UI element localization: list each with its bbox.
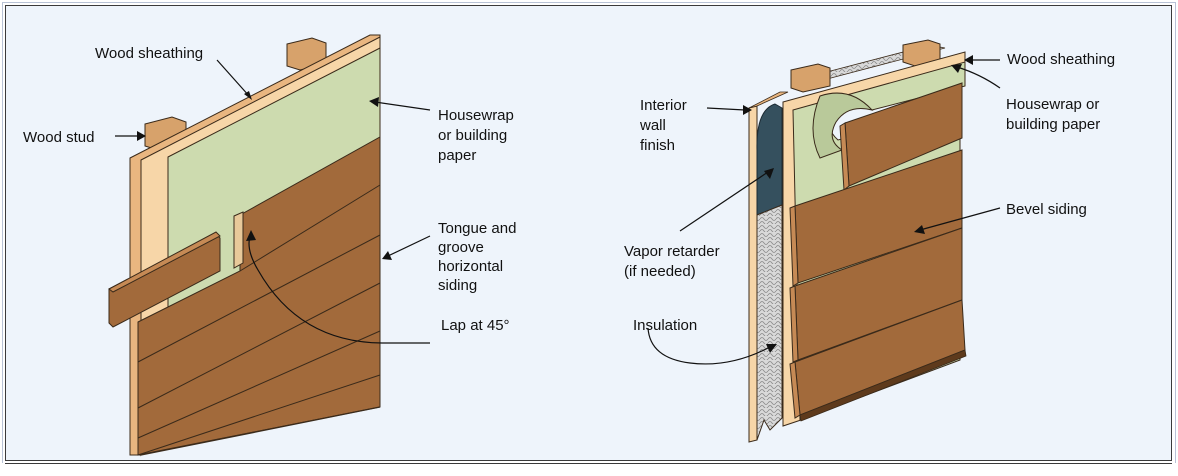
bevel-siding-2-edge [789, 205, 799, 287]
vapor-retarder [756, 103, 783, 216]
wood-stud-right-1 [790, 63, 831, 93]
bevel-siding-3-edge [789, 285, 799, 363]
interior-wall-finish [748, 105, 758, 443]
label-wood-stud: Wood stud [23, 129, 94, 146]
siding-notch [233, 211, 244, 269]
housewrap-curl [812, 92, 874, 159]
label-wood-sheathing-left: Wood sheathing [95, 45, 203, 62]
label-bevel-siding: Bevel siding [1006, 201, 1087, 218]
label-tongue-groove: Tongue and groove horizontal siding [438, 220, 521, 294]
lower-edge [140, 406, 381, 456]
label-housewrap-right: Housewrap or building paper [1006, 96, 1104, 133]
label-insulation: Insulation [633, 317, 697, 334]
bottom-strip [0, 463, 1178, 476]
label-vapor-retarder: Vapor retarder (if needed) [624, 243, 724, 280]
interior-wall-finish-top [748, 91, 789, 109]
insulation [756, 204, 783, 441]
right-arrowheads [743, 55, 973, 353]
right-leaders [647, 59, 1001, 365]
tongue-groove-board-edge [108, 231, 221, 293]
label-housewrap-left: Housewrap or building paper [438, 107, 518, 164]
label-interior-wall-finish: Interior wall finish [639, 97, 691, 154]
left-arrowheads [137, 91, 392, 260]
right-wall-section [748, 39, 967, 443]
left-leaders [115, 59, 431, 344]
left-wall-section [108, 34, 381, 457]
label-wood-sheathing-right: Wood sheathing [1007, 51, 1115, 68]
label-lap: Lap at 45° [441, 317, 510, 334]
siding-board-lines [137, 184, 381, 456]
bevel-siding-1-edge [839, 122, 850, 191]
bevel-siding-bottom-edge [799, 349, 967, 422]
